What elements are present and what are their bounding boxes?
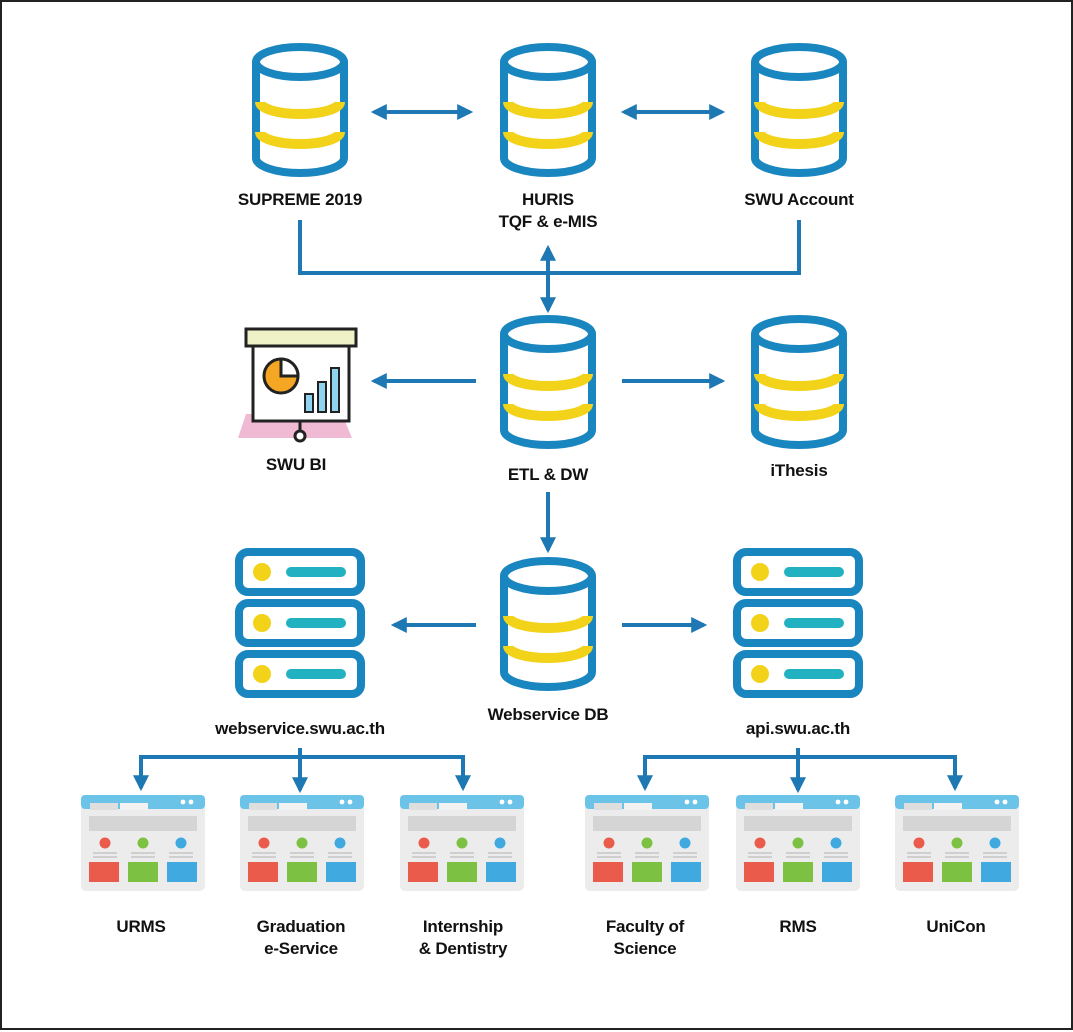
- web-app-icon-rms: [736, 795, 860, 891]
- label-swu-bi: SWU BI: [265, 455, 327, 474]
- label-supreme: SUPREME 2019: [237, 190, 363, 209]
- database-icon-webservice-db: [504, 561, 592, 687]
- server-icon-api: [737, 552, 859, 694]
- label-internship: Internship& Dentistry: [418, 917, 508, 958]
- web-app-icon-graduation: [240, 795, 364, 891]
- label-etl-dw: ETL & DW: [507, 465, 589, 484]
- branch-webservice-line: [133, 755, 471, 792]
- label-urms: URMS: [116, 917, 166, 936]
- web-app-icon-science: [585, 795, 709, 891]
- presentation-chart-icon: [238, 327, 358, 443]
- database-icon-etl-dw: [504, 319, 592, 445]
- branch-api-line: [637, 755, 963, 792]
- database-icon-supreme: [256, 47, 344, 173]
- label-swu-account: SWU Account: [744, 190, 854, 209]
- label-api-host: api.swu.ac.th: [745, 719, 851, 738]
- label-ithesis: iThesis: [770, 461, 828, 480]
- database-icon-huris: [504, 47, 592, 173]
- label-webservice-host: webservice.swu.ac.th: [215, 719, 385, 738]
- web-app-icon-urms: [81, 795, 205, 891]
- web-app-icon-unicon: [895, 795, 1019, 891]
- connectors: [133, 104, 963, 794]
- database-icon-ithesis: [755, 319, 843, 445]
- database-icon-swu-account: [755, 47, 843, 173]
- label-unicon: UniCon: [926, 917, 986, 936]
- label-webservice-db: Webservice DB: [487, 705, 609, 724]
- server-icon-webservice: [239, 552, 361, 694]
- web-app-icon-internship: [400, 795, 524, 891]
- label-rms: RMS: [779, 917, 817, 936]
